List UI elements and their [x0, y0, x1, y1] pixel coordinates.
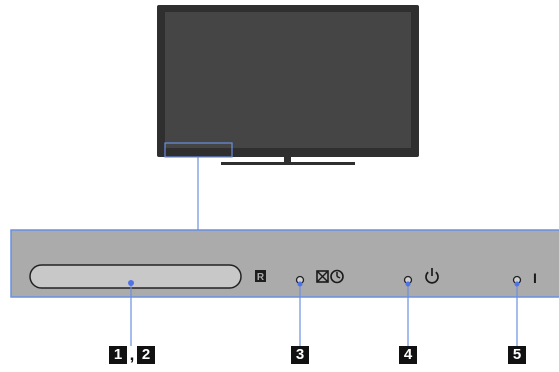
remote-sensor-icon: R	[255, 270, 266, 283]
leader-dot-4	[405, 281, 411, 287]
power-indicator-icon: I	[533, 270, 537, 286]
leader-dot-1-2	[128, 280, 134, 286]
leader-lines	[128, 280, 520, 346]
leader-dot-5	[514, 281, 520, 287]
callout-5: 5	[508, 346, 526, 364]
callout-3: 3	[291, 346, 309, 364]
standby-power-icon	[425, 268, 439, 284]
leader-dot-3	[297, 281, 303, 287]
tv-stand-base	[221, 162, 355, 165]
remote-sensor-glyph: R	[257, 272, 265, 283]
picture-off-timer-icon	[316, 270, 329, 283]
callout-2: 2	[137, 346, 155, 364]
panel-slot	[29, 264, 242, 289]
tv-stand-neck	[284, 157, 291, 163]
television-illustration	[157, 5, 419, 165]
callout-separator: ,	[129, 345, 135, 364]
callout-1: 1	[109, 346, 127, 364]
tv-screen	[165, 12, 411, 148]
timer-icon	[330, 269, 344, 284]
callout-4: 4	[399, 346, 417, 364]
